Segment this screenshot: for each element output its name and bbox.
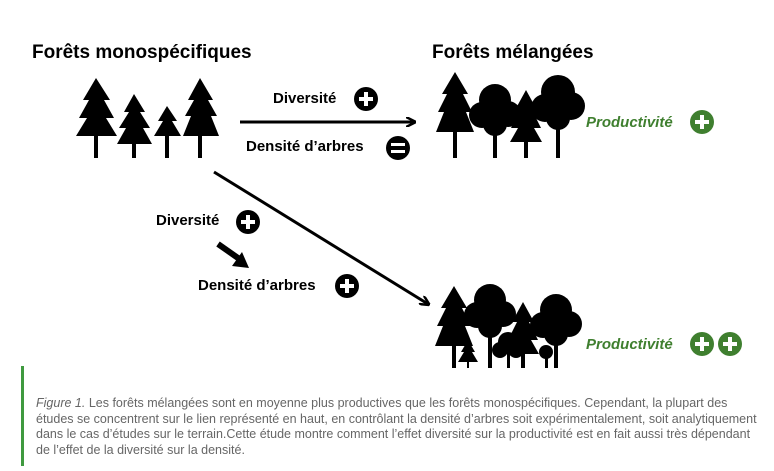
label-diversity-bottom: Diversité bbox=[156, 212, 220, 229]
title-mixed: Forêts mélangées bbox=[432, 42, 594, 63]
plus-icon bbox=[718, 332, 742, 356]
mixed-forest-icon bbox=[436, 72, 585, 158]
conifer-tree-icon bbox=[183, 78, 219, 158]
diagonal-arrow bbox=[213, 170, 428, 304]
monospecific-forest-icon bbox=[76, 78, 219, 158]
plus-icon bbox=[236, 210, 260, 234]
figure-label: Figure 1. bbox=[36, 396, 86, 410]
label-density-bottom: Densité d’arbres bbox=[198, 277, 316, 294]
conifer-tree-icon bbox=[117, 94, 152, 158]
caption-accent-bar bbox=[21, 366, 24, 466]
label-density-top: Densité d’arbres bbox=[246, 138, 364, 155]
small-arrow-icon bbox=[216, 241, 249, 268]
figure-caption: Figure 1. Les forêts mélangées sont en m… bbox=[36, 396, 758, 458]
plus-icon bbox=[690, 110, 714, 134]
label-productivity-top: Productivité bbox=[586, 114, 673, 131]
plus-icon bbox=[354, 87, 378, 111]
diagram-canvas bbox=[76, 72, 742, 368]
equals-icon bbox=[386, 136, 410, 160]
plus-icon bbox=[335, 274, 359, 298]
plus-icon bbox=[690, 332, 714, 356]
label-diversity-top: Diversité bbox=[273, 90, 337, 107]
caption-text: Les forêts mélangées sont en moyenne plu… bbox=[36, 396, 757, 457]
conifer-tree-icon bbox=[154, 106, 181, 158]
dense-mixed-forest-icon bbox=[435, 284, 582, 368]
title-monospecific: Forêts monospécifiques bbox=[32, 42, 252, 63]
conifer-tree-icon bbox=[76, 78, 117, 158]
label-productivity-bottom: Productivité bbox=[586, 336, 673, 353]
